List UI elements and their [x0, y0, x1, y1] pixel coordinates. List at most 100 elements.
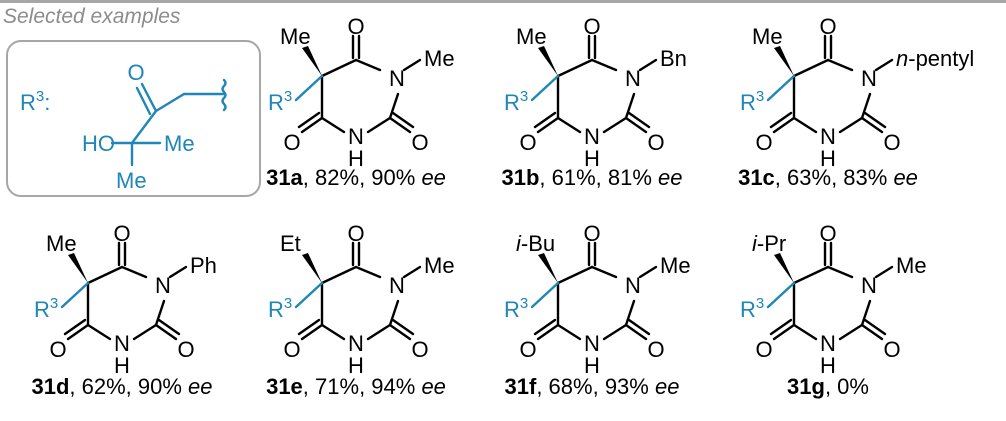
stereo-wedge-bond	[774, 253, 794, 283]
methyl-label: Me	[116, 168, 147, 193]
carbonyl-oxygen: O	[519, 130, 536, 155]
carbonyl-bond	[391, 111, 415, 129]
n-substituent-bond	[402, 265, 422, 279]
ring-nitrogen: N	[348, 124, 364, 149]
r3-bond	[530, 281, 560, 309]
ring-bond	[154, 299, 166, 327]
carbonyl-bond	[860, 116, 884, 134]
r3-substituent-label: R3	[268, 88, 292, 115]
compound-caption: 31d, 62%, 90% ee	[31, 374, 212, 399]
ring-bond	[366, 323, 392, 341]
r1-substituent-label: i-Bu	[516, 231, 555, 256]
ring-bond	[556, 323, 582, 341]
ring-nitrogen: N	[348, 331, 364, 356]
carbonyl-bond	[860, 323, 884, 341]
ketone-oxygen: O	[127, 60, 144, 85]
carbonyl-bond	[627, 111, 651, 129]
ring-bond	[556, 58, 594, 78]
nh-hydrogen: H	[584, 353, 600, 378]
carbonyl-bond	[391, 318, 415, 336]
nh-hydrogen: H	[114, 353, 130, 378]
carbonyl-oxygen: O	[283, 130, 300, 155]
ring-bond	[860, 299, 872, 327]
hydroxyl-label: HO	[82, 131, 115, 156]
ring-bond	[320, 116, 346, 134]
r3-definition-box: R3: O HO Me Me	[6, 40, 261, 197]
n-substituent-bond	[874, 265, 894, 279]
carbonyl-oxygen: O	[283, 337, 300, 362]
r3-substituent-label: R3	[504, 88, 528, 115]
carbonyl-bond	[769, 111, 793, 129]
n-substituent-label: n-pentyl	[896, 46, 974, 71]
ring-bond	[86, 323, 112, 341]
carbonyl-oxygen: O	[49, 337, 66, 362]
stereo-wedge-bond	[774, 46, 794, 76]
r3-substituent-label: R3	[740, 88, 764, 115]
carbonyl-bond	[533, 111, 557, 129]
ring-bond	[860, 92, 872, 120]
ring-nitrogen: N	[584, 331, 600, 356]
nh-hydrogen: H	[348, 353, 364, 378]
ring-nitrogen: N	[625, 66, 641, 91]
ring-bond	[602, 116, 628, 134]
carbonyl-bond	[772, 116, 796, 134]
carbonyl-oxygen: O	[583, 221, 600, 246]
carbonyl-bond	[154, 323, 178, 341]
stereo-wedge-bond	[68, 253, 88, 283]
n-substituent-label: Me	[424, 46, 455, 71]
carbonyl-bond	[627, 318, 651, 336]
ring-bond	[624, 92, 636, 120]
carbonyl-oxygen: O	[647, 130, 664, 155]
ring-bond	[320, 58, 358, 78]
carbonyl-bond	[772, 323, 796, 341]
stereo-wedge-bond	[302, 46, 322, 76]
n-substituent-label: Me	[424, 253, 455, 278]
carbonyl-oxygen: O	[347, 14, 364, 39]
ring-nitrogen: N	[861, 273, 877, 298]
carbonyl-oxygen: O	[411, 337, 428, 362]
carbonyl-bond	[388, 323, 412, 341]
n-substituent-label: Ph	[190, 253, 217, 278]
ring-nitrogen: N	[584, 124, 600, 149]
carbonyl-bond	[297, 111, 321, 129]
ring-bond	[792, 265, 830, 285]
carbonyl-oxygen: O	[883, 130, 900, 155]
ring-bond	[120, 265, 148, 279]
compound-caption: 31g, 0%	[787, 374, 869, 399]
ring-bond	[838, 323, 864, 341]
n-substituent-bond	[638, 265, 658, 279]
r1-substituent-label: Me	[752, 24, 783, 49]
top-divider-line	[0, 0, 1006, 3]
attachment-point-wavy	[221, 78, 227, 112]
section-header: Selected examples	[3, 5, 181, 28]
carbonyl-bond	[157, 318, 181, 336]
r3-bond	[60, 281, 90, 309]
carbonyl-bond	[300, 116, 324, 134]
r3-bond	[766, 74, 796, 102]
ring-bond	[590, 265, 618, 279]
nh-hydrogen: H	[584, 146, 600, 171]
carbonyl-bond	[624, 116, 648, 134]
carbonyl-bond	[388, 116, 412, 134]
ring-bond	[602, 323, 628, 341]
ring-bond	[590, 58, 618, 72]
r1-substituent-label: i-Pr	[752, 231, 786, 256]
carbonyl-oxygen: O	[755, 130, 772, 155]
r3-substituent-label: R3	[34, 295, 58, 322]
nh-hydrogen: H	[820, 353, 836, 378]
compound-caption: 31a, 82%, 90% ee	[266, 165, 446, 190]
compound-caption: 31b, 61%, 81% ee	[501, 165, 682, 190]
carbonyl-oxygen: O	[411, 130, 428, 155]
r1-substituent-label: Et	[280, 231, 301, 256]
carbonyl-bond	[66, 323, 90, 341]
chain-bond	[154, 92, 186, 113]
ring-bond	[826, 58, 854, 72]
carbonyl-bond	[135, 86, 152, 116]
ring-nitrogen: N	[625, 273, 641, 298]
r1-substituent-label: Me	[516, 24, 547, 49]
ring-bond	[320, 323, 346, 341]
ring-bond	[792, 116, 818, 134]
